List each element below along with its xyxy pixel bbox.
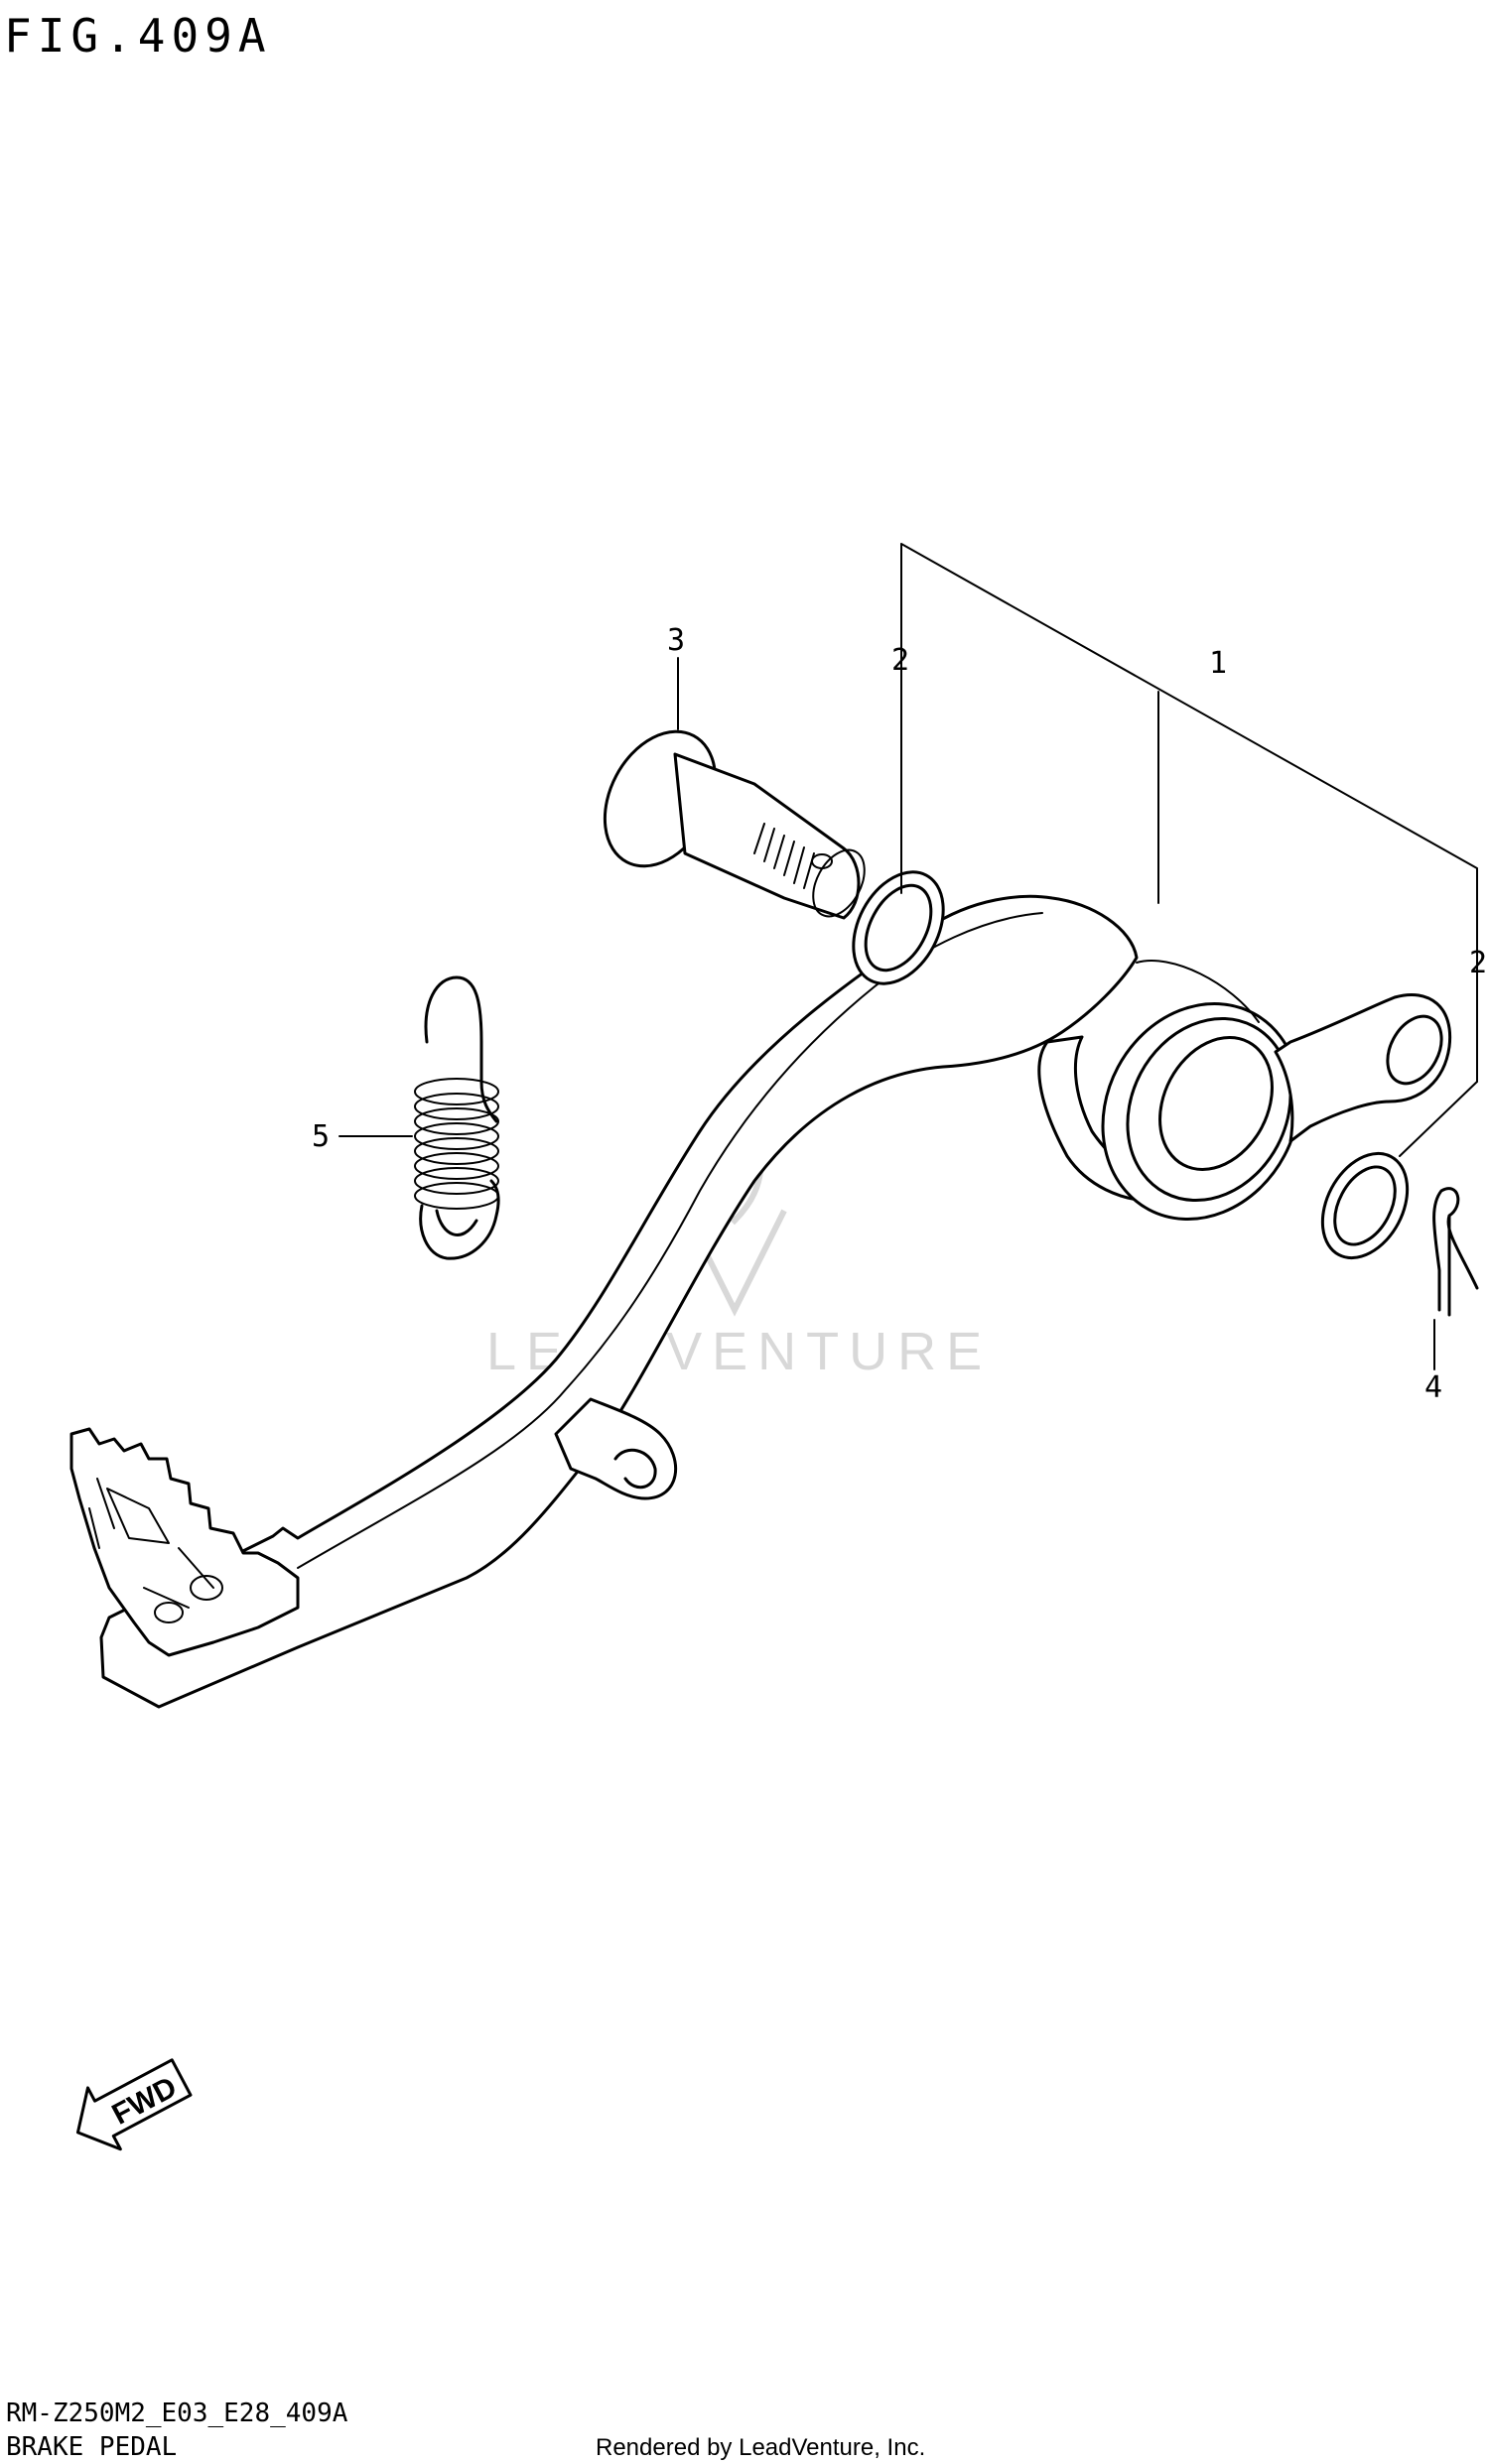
spring-top-hook [424,975,498,1123]
callout-2-upper[interactable]: 2 [891,643,909,678]
pedal-foot-tip [69,1427,300,1657]
callout-leaders [338,543,1478,1370]
pedal-rear-arm [1274,992,1452,1143]
washer-lower-part [1320,1151,1410,1260]
callout-3[interactable]: 3 [667,623,685,658]
pivot-pin-part [603,729,866,920]
rendered-by: Rendered by LeadVenture, Inc. [596,2434,925,2461]
pin-threads [753,823,815,889]
pedal-pivot-boss-rim [1126,1016,1292,1203]
pedal-foot-tip-ribs [88,1478,214,1609]
pedal-spring-lug [554,1397,677,1500]
brake-pedal-part [69,894,1452,1709]
pin-cross-hole [811,853,833,869]
return-spring-part [414,975,500,1260]
fwd-arrow-icon [75,2058,193,2151]
model-code: RM-Z250M2_E03_E28_409A [6,2399,348,2428]
pedal-foot-tip-hole-a [190,1575,223,1601]
pedal-pivot-top [1136,960,1260,1023]
figure-title: FIG.409A [4,9,272,63]
section-title: BRAKE PEDAL [6,2432,177,2462]
callout-1[interactable]: 1 [1209,646,1227,681]
callout-5[interactable]: 5 [312,1119,330,1154]
callout-2-right[interactable]: 2 [1469,946,1487,980]
pedal-spring-lug-hole [613,1448,657,1490]
callout-4[interactable]: 4 [1424,1370,1442,1405]
pedal-pivot-bore [1158,1036,1274,1171]
spring-bottom-hook [419,1179,500,1260]
pedal-rear-arm-hole [1386,1014,1443,1086]
pin-shank [673,752,861,920]
cotter-pin-part [1432,1187,1479,1317]
spring-coils [414,1078,499,1210]
fwd-arrow: FWD [75,2058,193,2151]
cotter-pin-shape [1432,1187,1479,1317]
pin-shank-end [812,848,866,918]
washer-upper-part [852,870,945,985]
pedal-foot-tip-hole-b [154,1602,184,1623]
pedal-foot-tip-window [106,1488,170,1544]
